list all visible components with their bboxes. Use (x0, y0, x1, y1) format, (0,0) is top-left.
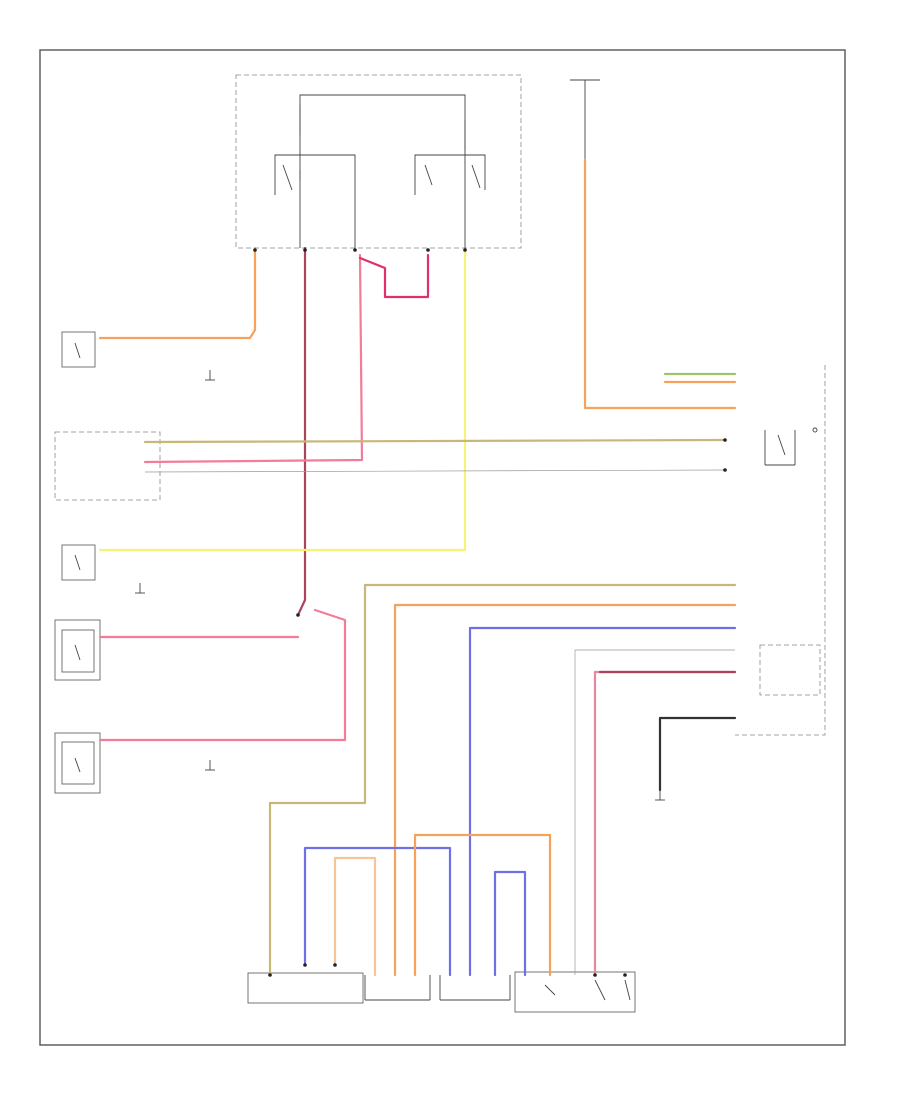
sensor-mid-left (61, 544, 96, 581)
ground-symbol-4 (135, 583, 145, 594)
right-actuator-box (759, 644, 821, 696)
bottom-sensor-box (247, 972, 364, 1004)
wire-darkred-main (296, 246, 307, 617)
ground-symbol-3 (205, 760, 215, 771)
wire-black-ground (658, 716, 737, 792)
wire-olive-long (143, 438, 727, 444)
bottom-actuator-box (514, 971, 636, 1013)
wire-olive-bottom (268, 583, 737, 977)
ambient-sensor (61, 331, 96, 368)
relay-right (414, 154, 486, 195)
wire-blue-loop-2 (493, 870, 527, 977)
passenger-temp-sensor (54, 732, 101, 794)
harness-connector-block (54, 431, 161, 501)
ground-symbol-1 (205, 370, 215, 381)
wire-orange-loop (413, 833, 552, 977)
wire-blue-loop (303, 846, 452, 977)
wire-orange-bottom (393, 603, 737, 977)
wire-pink-loop (358, 253, 430, 299)
diagram-frame (39, 49, 846, 1046)
wire-pink-passenger (98, 608, 347, 742)
driver-temp-sensor (54, 619, 101, 681)
fuse-top-right (570, 79, 600, 160)
wire-pink-relay (143, 253, 364, 464)
relay-left (274, 154, 356, 250)
wire-yellow (98, 248, 467, 552)
ground-symbol-2 (655, 790, 665, 801)
wire-blue-bottom (468, 626, 737, 977)
fuse-relay-box (235, 74, 522, 249)
wire-gray-bottom (574, 649, 735, 975)
bottom-connector-2 (439, 975, 511, 1001)
wire-peach-loop (333, 856, 377, 977)
connection-dots (253, 248, 727, 977)
wire-orange-sensor (98, 246, 257, 340)
wire-gray-long (144, 469, 726, 473)
climate-module-border (735, 365, 826, 736)
bottom-connector-1 (364, 975, 431, 1001)
wire-orange-right (583, 158, 737, 410)
actuator-right (764, 427, 818, 466)
fuse-lines (299, 94, 466, 248)
